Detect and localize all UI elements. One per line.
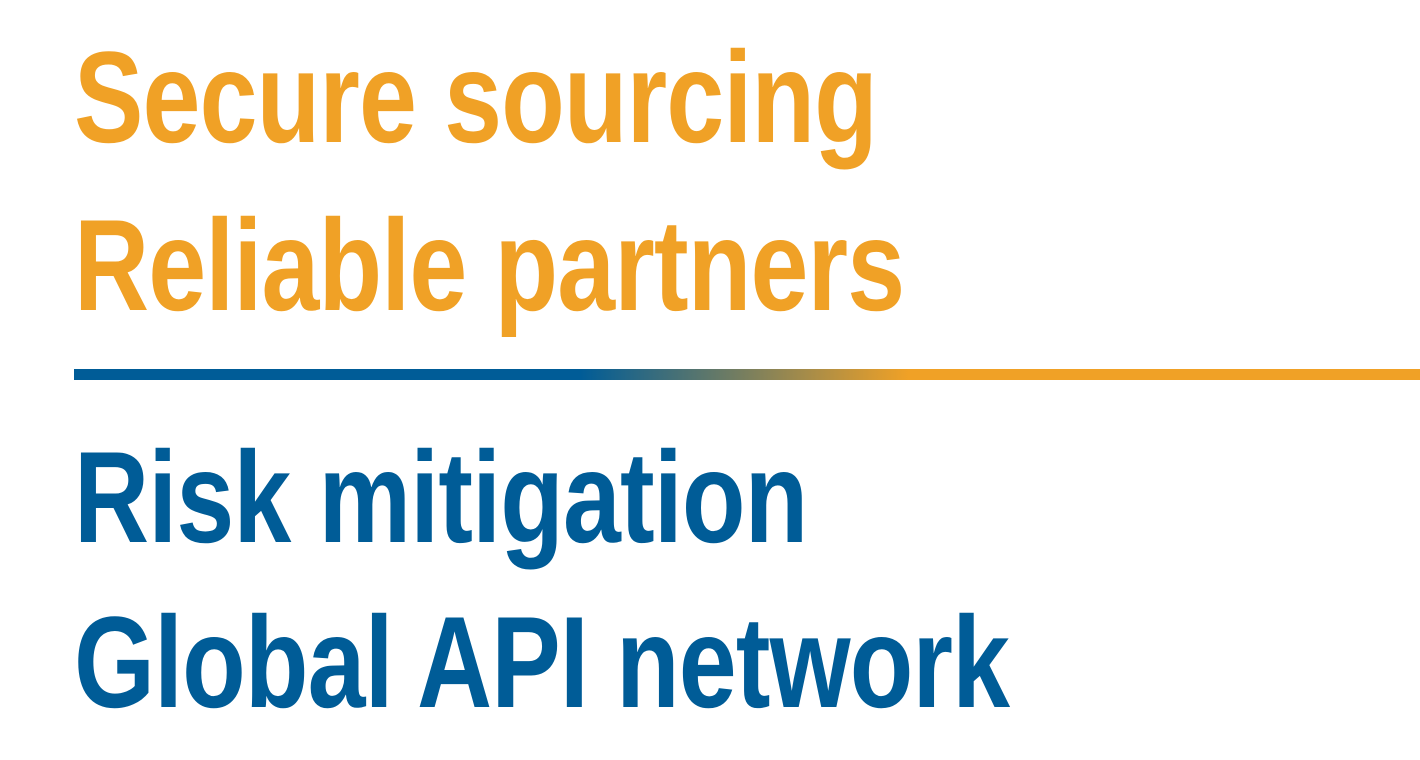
headline-risk-mitigation: Risk mitigation — [74, 424, 808, 570]
headline-secure-sourcing: Secure sourcing — [74, 24, 878, 170]
headline-reliable-partners: Reliable partners — [74, 192, 905, 338]
headline-global-api-network: Global API network — [74, 589, 1010, 735]
gradient-divider — [74, 369, 1420, 380]
